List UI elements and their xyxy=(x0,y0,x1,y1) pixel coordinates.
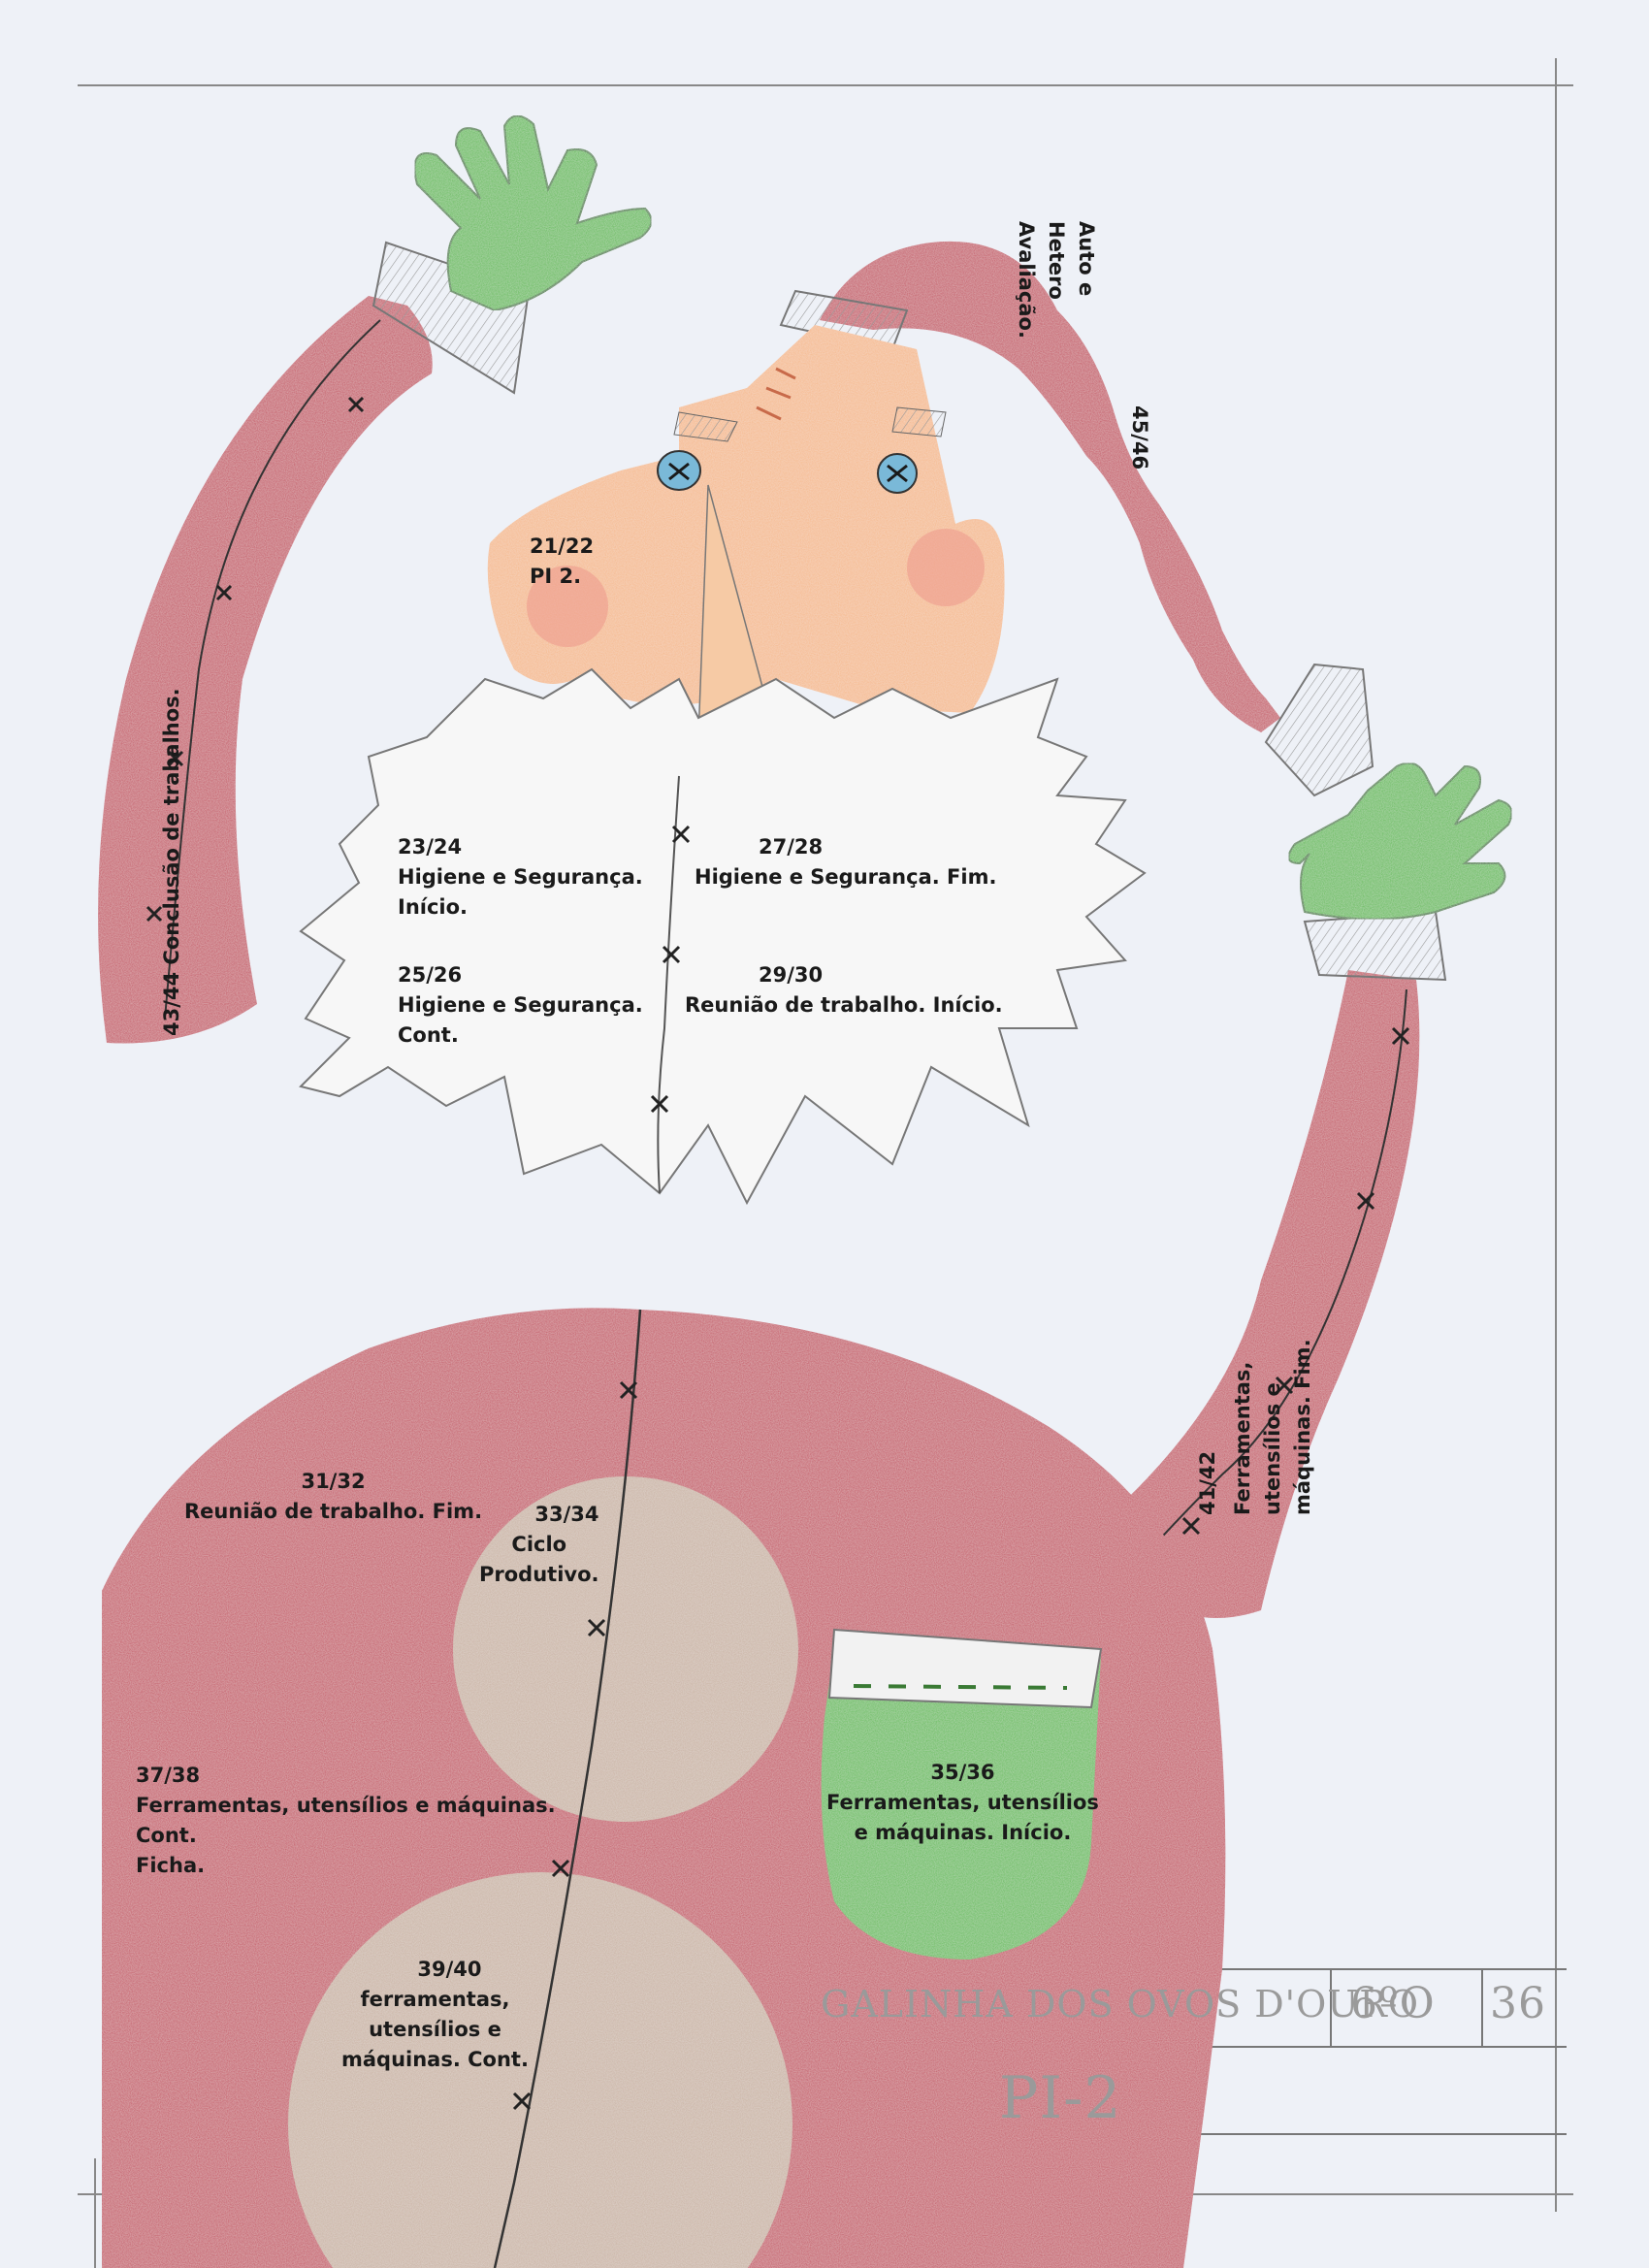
body xyxy=(102,1308,1226,2268)
label-27-28-num: 27/28 xyxy=(759,835,824,859)
title-name: GALINHA DOS OVOS D'OURO xyxy=(821,1983,1420,2025)
pocket xyxy=(821,1628,1103,1960)
label-43-44: 43/44 Conclusão de trabalhos. xyxy=(157,688,187,1036)
face xyxy=(487,325,1005,738)
right-arm xyxy=(1100,970,1420,1618)
label-21-22-text: PI 2. xyxy=(530,565,582,588)
label-45-46-line3: Avaliação. xyxy=(1015,221,1038,339)
label-39-40: 39/40 ferramentas, utensílios e máquinas… xyxy=(341,1955,529,2075)
label-23-24-num: 23/24 xyxy=(398,835,463,859)
label-23-24: 23/24 Higiene e Segurança. Início. xyxy=(398,832,643,923)
label-39-40-text1: ferramentas, xyxy=(360,1988,510,2011)
label-21-22-num: 21/22 xyxy=(530,535,595,558)
label-37-38-text2: Cont. xyxy=(136,1824,197,1847)
label-35-36-text2: e máquinas. Início. xyxy=(854,1821,1072,1844)
label-35-36: 35/36 Ferramentas, utensílios e máquinas… xyxy=(826,1758,1099,1848)
label-45-46-line2: Hetero xyxy=(1045,221,1068,300)
title-number: 36 xyxy=(1490,1979,1546,2028)
title-grade: 6ºO xyxy=(1350,1979,1436,2028)
label-31-32-text: Reunião de trabalho. Fim. xyxy=(184,1500,483,1523)
label-33-34-text1: Ciclo xyxy=(511,1533,567,1556)
label-33-34: 33/34 Ciclo Produtivo. xyxy=(479,1500,599,1590)
left-arm xyxy=(98,296,433,1044)
label-33-34-num: 33/34 xyxy=(534,1503,599,1526)
right-glove xyxy=(1287,761,1513,921)
beard xyxy=(299,667,1147,1206)
label-43-44-text: 43/44 Conclusão de trabalhos. xyxy=(160,688,183,1036)
label-23-24-text1: Higiene e Segurança. xyxy=(398,865,643,889)
label-21-22: 21/22 PI 2. xyxy=(530,532,594,592)
label-39-40-text3: máquinas. Cont. xyxy=(341,2048,529,2071)
label-35-36-text1: Ferramentas, utensílios xyxy=(826,1791,1099,1814)
label-41-42-text: Ferramentas, utensílios e máquinas. Fim. xyxy=(1228,1339,1318,1515)
label-23-24-text2: Início. xyxy=(398,895,469,919)
label-39-40-text2: utensílios e xyxy=(369,2018,501,2041)
label-25-26: 25/26 Higiene e Segurança. Cont. xyxy=(398,960,643,1051)
label-37-38-num: 37/38 xyxy=(136,1764,201,1787)
label-41-42-text2: utensílios e xyxy=(1261,1382,1284,1515)
label-27-28: 27/28 Higiene e Segurança. Fim. xyxy=(695,832,996,892)
label-27-28-text: Higiene e Segurança. Fim. xyxy=(695,865,997,889)
label-45-46-number: 45/46 xyxy=(1124,405,1154,470)
label-45-46-line1: Auto e xyxy=(1075,221,1098,297)
label-41-42: 41/42 xyxy=(1193,1451,1223,1515)
label-31-32-num: 31/32 xyxy=(301,1470,366,1493)
left-glove xyxy=(413,114,653,312)
label-35-36-num: 35/36 xyxy=(930,1761,995,1784)
title-project: PI-2 xyxy=(999,2064,1122,2132)
label-29-30-text: Reunião de trabalho. Início. xyxy=(685,993,1003,1017)
label-31-32: 31/32 Reunião de trabalho. Fim. xyxy=(184,1467,482,1527)
label-41-42-num: 41/42 xyxy=(1196,1450,1219,1515)
label-37-38-text3: Ficha. xyxy=(136,1854,206,1877)
hat xyxy=(779,241,1374,797)
label-45-46-num: 45/46 xyxy=(1128,405,1151,470)
label-37-38-text1: Ferramentas, utensílios e máquinas. xyxy=(136,1794,556,1817)
label-29-30: 29/30 Reunião de trabalho. Início. xyxy=(685,960,1003,1021)
label-41-42-text3: máquinas. Fim. xyxy=(1291,1339,1314,1515)
label-25-26-text2: Cont. xyxy=(398,1023,459,1047)
right-cuff xyxy=(1303,910,1447,982)
label-37-38: 37/38 Ferramentas, utensílios e máquinas… xyxy=(136,1761,556,1881)
label-29-30-num: 29/30 xyxy=(759,963,824,987)
label-25-26-num: 25/26 xyxy=(398,963,463,987)
label-39-40-num: 39/40 xyxy=(417,1958,482,1981)
label-33-34-text2: Produtivo. xyxy=(479,1563,599,1586)
label-25-26-text1: Higiene e Segurança. xyxy=(398,993,643,1017)
label-41-42-text1: Ferramentas, xyxy=(1231,1361,1254,1515)
label-45-46: Auto e Hetero Avaliação. xyxy=(1011,221,1101,339)
